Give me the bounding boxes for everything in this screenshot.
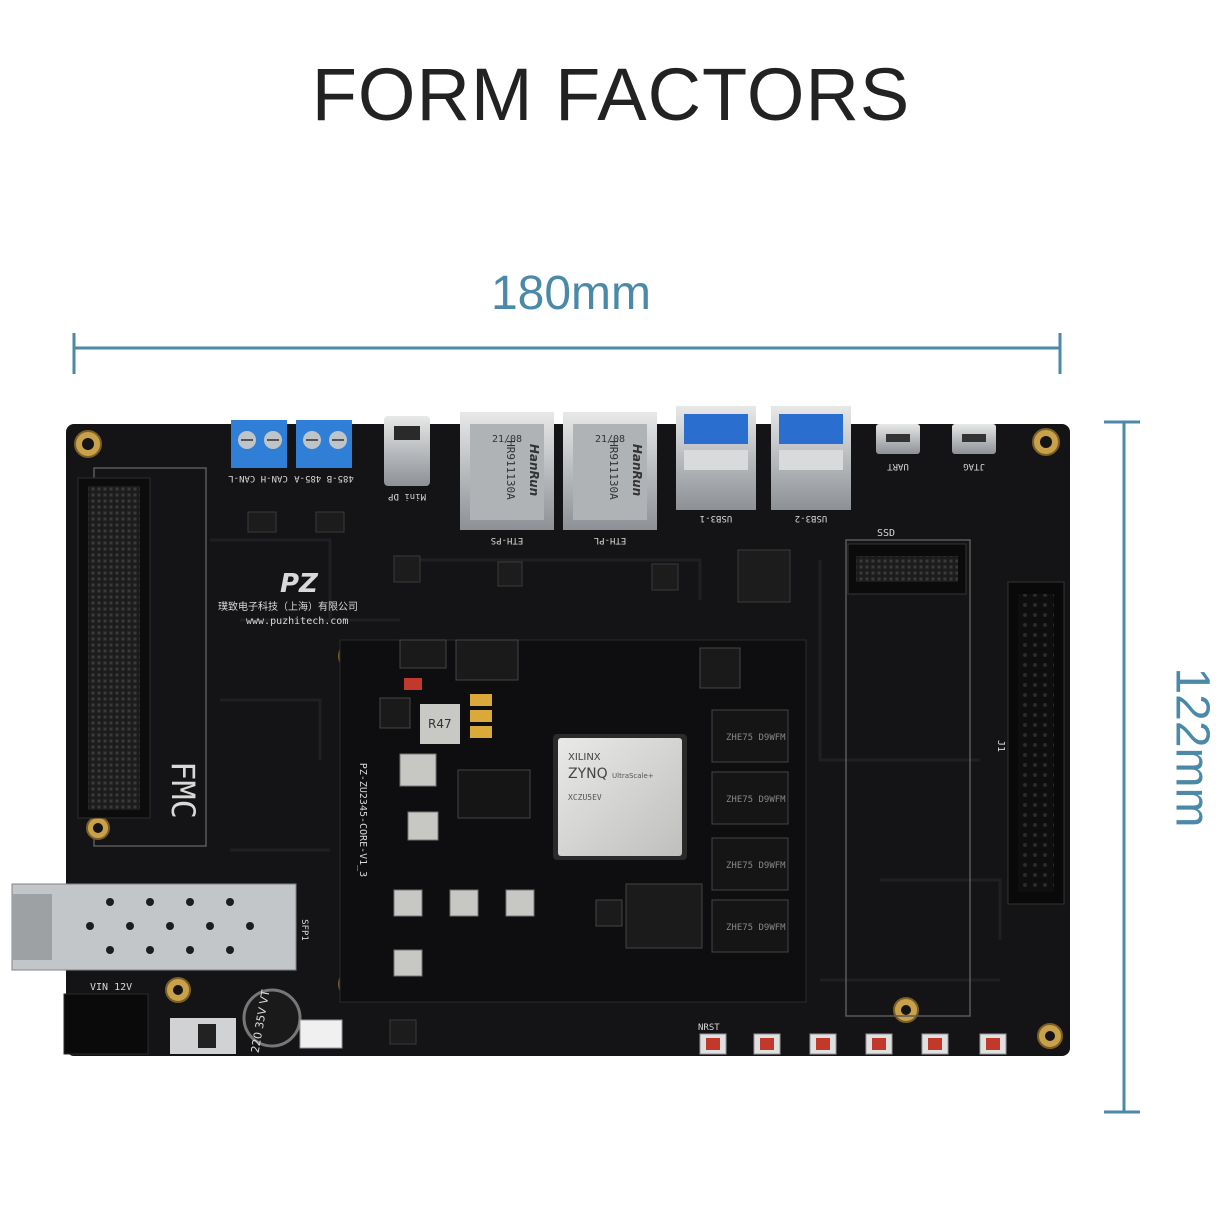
jtag-port bbox=[952, 424, 996, 454]
mini-dp-port bbox=[384, 416, 430, 486]
rj45-date-1: 21/08 bbox=[492, 434, 522, 445]
height-dimension-line bbox=[1104, 420, 1140, 1114]
ethernet-port-1: HR911130A HanRun 21/08 bbox=[460, 412, 554, 530]
jtag-label: JTAG bbox=[963, 461, 985, 471]
pz-logo: PZ bbox=[280, 569, 319, 599]
chip-part: XCZU5EV bbox=[568, 793, 602, 802]
memory-chip-text-3: ZHE75 D9WFM bbox=[726, 861, 786, 871]
width-dimension-label: 180mm bbox=[490, 267, 652, 320]
usb-port-2 bbox=[771, 406, 851, 510]
page-title: FORM FACTORS bbox=[311, 53, 911, 136]
usb2-label: USB3-2 bbox=[795, 513, 828, 523]
core-module: XILINX ZYNQ UltraScale+ XCZU5EV ZHE75 D9… bbox=[339, 639, 807, 1003]
core-board-label: PZ-ZU2345-CORE-V1_3 bbox=[357, 763, 368, 877]
chip-name: ZYNQ bbox=[568, 766, 608, 782]
ssd-slot bbox=[845, 539, 971, 1017]
nrst-label: NRST bbox=[698, 1023, 720, 1033]
company-name: 璞致电子科技（上海）有限公司 bbox=[218, 600, 358, 613]
chip-sub: UltraScale+ bbox=[612, 772, 654, 780]
vin-label: VIN 12V bbox=[90, 982, 132, 993]
uart-port bbox=[876, 424, 920, 454]
memory-chip-text-4: ZHE75 D9WFM bbox=[726, 923, 786, 933]
mini-dp-label: Mini DP bbox=[387, 491, 426, 501]
sfp-cage bbox=[11, 883, 297, 971]
usb-port-1 bbox=[676, 406, 756, 510]
power-switch bbox=[170, 1018, 236, 1054]
ssd-label: SSD bbox=[877, 528, 895, 539]
electrolytic-capacitor bbox=[242, 988, 302, 1048]
power-jack bbox=[63, 993, 149, 1055]
rs485-label: 485-B 485-A bbox=[294, 473, 354, 483]
width-dimension-line bbox=[72, 333, 1062, 374]
memory-chip-text-1: ZHE75 D9WFM bbox=[726, 733, 786, 743]
can-label: CAN-H CAN-L bbox=[228, 473, 288, 483]
fmc-connector bbox=[77, 477, 151, 819]
chip-brand: XILINX bbox=[568, 752, 601, 763]
eth1-label: ETH-PS bbox=[491, 535, 524, 545]
rj45-brand-2: HanRun bbox=[630, 444, 644, 496]
usb1-label: USB3-1 bbox=[700, 513, 733, 523]
uart-label: UART bbox=[887, 461, 909, 471]
inductor-label: R47 bbox=[428, 717, 452, 731]
company-website: www.puzhitech.com bbox=[246, 616, 348, 627]
fan-connector bbox=[299, 1019, 343, 1049]
sfp-label: SFP1 bbox=[299, 919, 309, 941]
svg-text:PZ: PZ bbox=[280, 569, 319, 599]
rs485-terminal-block bbox=[296, 420, 352, 468]
j1-label: J1 bbox=[995, 740, 1006, 752]
can-terminal-block bbox=[231, 420, 287, 468]
fmc-logo: FMC bbox=[164, 761, 202, 819]
rj45-brand-1: HanRun bbox=[527, 444, 541, 496]
eth2-label: ETH-PL bbox=[594, 535, 627, 545]
j1-header bbox=[1007, 581, 1065, 905]
rj45-model-2: HR911130A bbox=[607, 440, 620, 500]
ethernet-port-2: HR911130A HanRun 21/08 bbox=[563, 412, 657, 530]
rj45-date-2: 21/08 bbox=[595, 434, 625, 445]
rj45-model-1: HR911130A bbox=[504, 440, 517, 500]
memory-chip-text-2: ZHE75 D9WFM bbox=[726, 795, 786, 805]
